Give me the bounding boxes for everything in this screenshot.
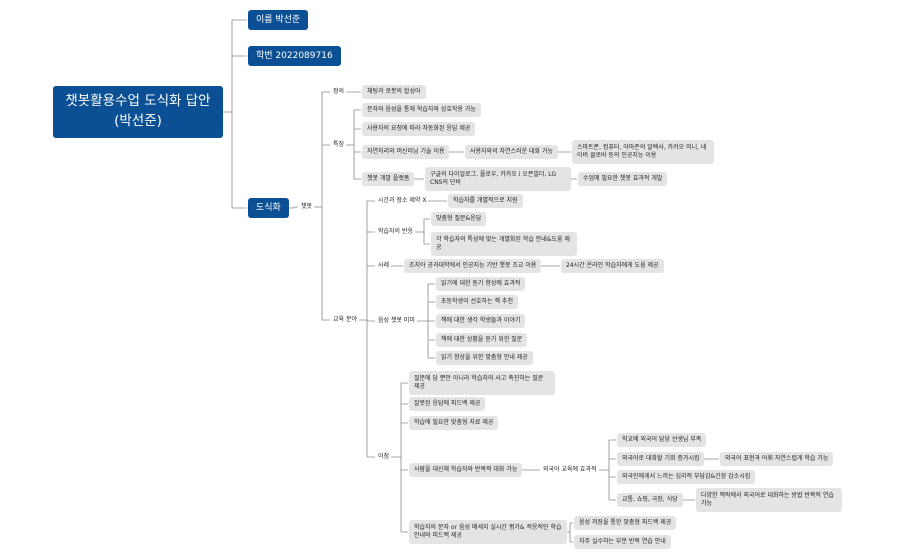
connector-edu-voice-chatbot-mimi bbox=[417, 283, 435, 359]
edu-24h-help[interactable]: 24시간 온라인 학습자에게 도움 제공 bbox=[561, 259, 664, 273]
connector-edu-benefits-label bbox=[391, 382, 408, 533]
feature-ai-devices[interactable]: 스마트폰, 컴퓨터, 아마존의 알렉사, 카카오 미니, 네이버 클로바 등의 … bbox=[572, 140, 714, 164]
edu-book-recommend[interactable]: 초등학생이 선호하는 책 추천 bbox=[436, 295, 518, 309]
edu-natural-expression[interactable]: 외국어 표현과 어휘 자연스럽게 학습 가능 bbox=[720, 452, 834, 466]
edu-contexts[interactable]: 교통, 쇼핑, 극장, 식당 bbox=[617, 493, 683, 507]
edu-teacher-shortage[interactable]: 학교에 외국어 담당 선생님 부족 bbox=[617, 433, 707, 447]
feature-nlp-ml[interactable]: 자연처리와 머신러닝 기술 이용 bbox=[362, 145, 450, 159]
feature-auto-response[interactable]: 사용자의 요청에 따라 자동화된 응답 제공 bbox=[362, 122, 476, 136]
connector-chatbot-node bbox=[314, 91, 330, 321]
edu-reading-guide[interactable]: 읽기 향상을 위한 맞춤형 안내 제공 bbox=[436, 351, 533, 365]
connector-edu-realtime-evaluation bbox=[567, 522, 573, 543]
edu-context-practice[interactable]: 다양한 맥락에서 외국어로 대화하는 방법 반복적 연습 가능 bbox=[696, 488, 842, 512]
feature-effective-dev[interactable]: 수업에 필요한 챗봇 효과적 개발 bbox=[578, 172, 668, 186]
edu-book-talk[interactable]: 책에 대한 생각 학생들과 이야기 bbox=[436, 314, 526, 328]
edu-personalized-guide[interactable]: 각 학습자의 특성에 맞는 개별화된 학습 안내&도움 제공 bbox=[431, 232, 577, 256]
edu-foreign-language[interactable]: 외국어 교육에 효과적 bbox=[543, 465, 597, 473]
definition-label[interactable]: 정의 bbox=[333, 87, 345, 95]
edu-book-question[interactable]: 책에 대한 상황을 듣기 위한 질문 bbox=[436, 333, 528, 347]
chatbot-node[interactable]: 챗봇 bbox=[301, 202, 313, 210]
edu-custom-materials[interactable]: 학습에 필요한 맞춤형 자료 제공 bbox=[409, 416, 499, 430]
edu-thinking-questions[interactable]: 질문에 답 뿐만 아니라 학습자의 사고 촉진하는 질문 제공 bbox=[409, 371, 555, 395]
edu-georgia-tech[interactable]: 조지아 공과대학에서 인공지능 기반 챗봇 조교 이용 bbox=[404, 259, 542, 273]
edu-more-conversation[interactable]: 외국어로 대화할 기회 증가시킴 bbox=[617, 452, 705, 466]
connector-edu-foreign-language bbox=[599, 439, 616, 501]
feature-interaction[interactable]: 문자와 음성을 통해 학습자와 상호작용 가능 bbox=[362, 103, 481, 117]
connector-root-node bbox=[223, 19, 247, 209]
name-node[interactable]: 이름 박선준 bbox=[248, 10, 309, 30]
edu-voice-chatbot-mimi[interactable]: 음성 챗봇 미미 bbox=[378, 316, 415, 324]
edu-case-label[interactable]: 사례 bbox=[378, 261, 390, 269]
connector-diagram-node bbox=[289, 206, 298, 209]
connector-edu-learner-response bbox=[415, 218, 430, 245]
edu-voice-feedback[interactable]: 음성 저장을 통한 맞춤형 피드백 제공 bbox=[574, 516, 677, 530]
definition-text[interactable]: 채팅과 로봇의 합성어 bbox=[362, 85, 426, 99]
connector-education-label bbox=[359, 200, 375, 458]
root-node[interactable]: 챗봇활용수업 도식화 답안(박선준) bbox=[53, 86, 223, 138]
edu-realtime-evaluation[interactable]: 학습자의 문자 or 음성 메세지 실시간 평가& 적응적인 학습 안내와 피드… bbox=[409, 520, 567, 544]
edu-learner-response[interactable]: 학습자의 반응 bbox=[378, 227, 414, 235]
edu-wrong-feedback[interactable]: 잘못된 응답에 피드백 제공 bbox=[409, 397, 486, 411]
edu-individual-support[interactable]: 학습자를 개별적으로 지원 bbox=[448, 194, 523, 208]
edu-less-anxiety[interactable]: 외국인에게서 느끼는 심리적 부담감&긴장 감소시킴 bbox=[617, 470, 756, 484]
diagram-node[interactable]: 도식화 bbox=[248, 198, 289, 218]
edu-repeat-mistakes[interactable]: 자주 실수하는 부분 반복 연습 안내 bbox=[574, 535, 671, 549]
connector-features-label bbox=[346, 109, 361, 180]
features-label[interactable]: 특징 bbox=[333, 140, 345, 148]
edu-time-place[interactable]: 시간과 장소 제약 X bbox=[378, 196, 427, 204]
feature-natural-dialogue[interactable]: 사용자와의 자연스러운 대화 가능 bbox=[465, 145, 559, 159]
feature-dev-platform[interactable]: 챗봇 개발 플랫폼 bbox=[362, 172, 415, 186]
edu-repeated-dialogue[interactable]: 사람을 대신해 학습자와 반복적 대화 가능 bbox=[409, 463, 523, 477]
education-label[interactable]: 교육 분야 bbox=[333, 315, 357, 323]
edu-custom-qa[interactable]: 맞춤형 질문&응답 bbox=[431, 212, 487, 226]
edu-benefits-label[interactable]: 이점 bbox=[378, 452, 390, 460]
student-id-node[interactable]: 학번 2022089716 bbox=[248, 46, 341, 66]
edu-reading-motivation[interactable]: 읽기에 대한 동기 향상에 효과적 bbox=[436, 277, 526, 291]
feature-platform-list[interactable]: 구글의 다이얼로그, 플로우, 카카오 i 오픈빌더, LG CNS의 단비 bbox=[425, 167, 571, 191]
